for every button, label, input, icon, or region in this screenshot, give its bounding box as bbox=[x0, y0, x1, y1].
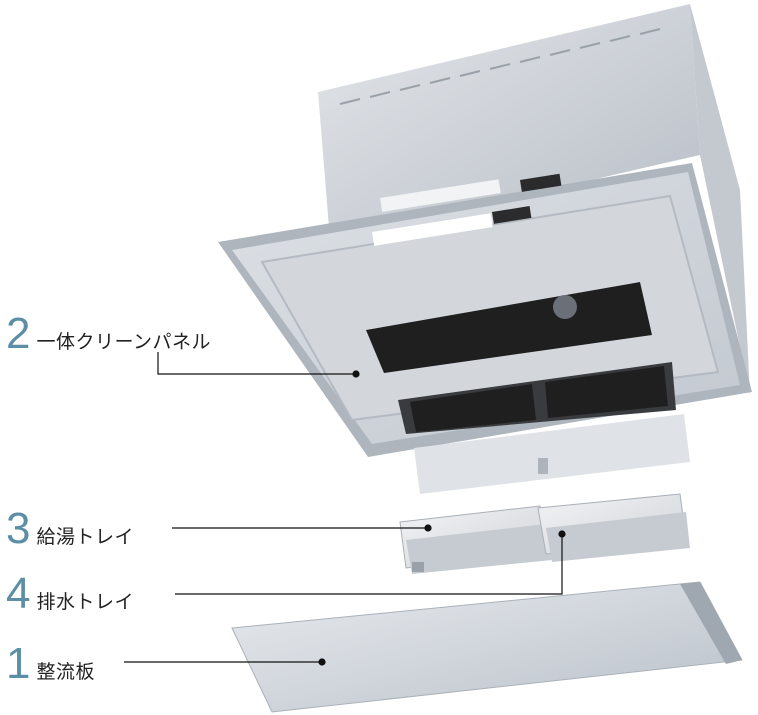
display-window bbox=[492, 206, 532, 224]
leader-dot-3 bbox=[424, 524, 432, 532]
label-number: 3 bbox=[6, 504, 31, 553]
leader-dot-1 bbox=[318, 658, 326, 666]
label-text: 排水トレイ bbox=[36, 591, 134, 613]
clean-panel-inner bbox=[260, 194, 720, 422]
duct-left bbox=[410, 384, 536, 432]
label-baffle-plate: 1 整流板 bbox=[6, 642, 95, 686]
leader-line-2 bbox=[157, 352, 356, 375]
front-flap bbox=[414, 414, 690, 494]
label-number: 1 bbox=[6, 639, 31, 688]
baffle-plate-edge bbox=[680, 582, 742, 664]
label-text: 給湯トレイ bbox=[36, 526, 134, 548]
label-number: 4 bbox=[6, 569, 31, 618]
baffle-plate bbox=[231, 581, 743, 713]
label-text: 整流板 bbox=[36, 661, 95, 683]
label-hot-water-tray: 3 給湯トレイ bbox=[6, 507, 134, 551]
display-window bbox=[520, 173, 562, 192]
led-light bbox=[372, 213, 493, 246]
hot-water-tray-foot bbox=[412, 562, 424, 572]
drain-tray bbox=[537, 493, 690, 562]
leader-dot-4 bbox=[558, 530, 566, 538]
leader-lines bbox=[124, 352, 566, 666]
hot-water-tray bbox=[399, 505, 552, 574]
hood-side-panel bbox=[690, 4, 750, 395]
fan-motor bbox=[553, 295, 577, 319]
hot-water-tray-front bbox=[406, 524, 552, 574]
label-integrated-clean-panel: 2 一体クリーンパネル bbox=[6, 312, 211, 356]
hood-back-panel bbox=[318, 4, 700, 240]
control-strip bbox=[380, 179, 501, 212]
duct-right bbox=[545, 366, 668, 418]
leader-dot-2 bbox=[352, 370, 360, 378]
baffle-plate-surface bbox=[231, 581, 743, 713]
drain-tray-front bbox=[546, 512, 690, 562]
label-number: 2 bbox=[6, 309, 31, 358]
label-drain-tray: 4 排水トレイ bbox=[6, 572, 134, 616]
label-text: 一体クリーンパネル bbox=[36, 331, 212, 353]
flap-tab bbox=[538, 458, 548, 474]
leader-line-4 bbox=[175, 534, 563, 595]
hood-body bbox=[218, 4, 752, 494]
fan-opening bbox=[366, 282, 652, 373]
vent-slots bbox=[339, 28, 661, 105]
